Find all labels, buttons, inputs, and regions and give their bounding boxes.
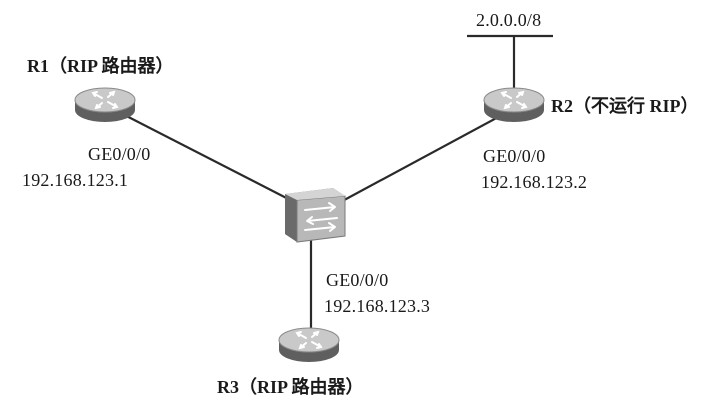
r1-interface-label: GE0/0/0 bbox=[88, 144, 151, 164]
network-label: 2.0.0.0/8 bbox=[476, 10, 542, 30]
r3-interface-label: GE0/0/0 bbox=[326, 270, 389, 290]
router-icon bbox=[278, 327, 340, 362]
router-icon bbox=[74, 87, 136, 122]
r1-ip-label: 192.168.123.1 bbox=[22, 170, 129, 190]
r2-interface-label: GE0/0/0 bbox=[483, 146, 546, 166]
link-r2-switch bbox=[334, 107, 516, 206]
router-name-r3: R3（RIP 路由器） bbox=[217, 377, 364, 397]
r3-ip-label: 192.168.123.3 bbox=[324, 296, 431, 316]
switch-icon bbox=[285, 188, 346, 243]
router-name-r2: R2（不运行 RIP） bbox=[551, 96, 699, 116]
router-name-r1: R1（RIP 路由器） bbox=[27, 56, 174, 76]
r2-ip-label: 192.168.123.2 bbox=[481, 172, 588, 192]
router-icon bbox=[483, 87, 545, 122]
link-r1-switch bbox=[104, 104, 301, 206]
